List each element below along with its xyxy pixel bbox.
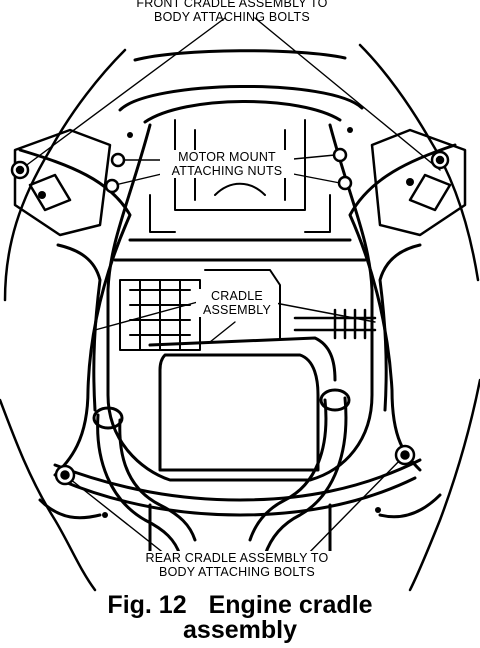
figure-title-line1: Engine cradle [208, 591, 373, 619]
right-front-mount [370, 128, 467, 237]
rear-bolts-label-line1: REAR CRADLE ASSEMBLY TO [145, 551, 329, 565]
front-bolts-label-line1: FRONT CRADLE ASSEMBLY TO [136, 0, 328, 10]
right-side-rail [348, 143, 457, 519]
cradle-assembly-label-line2: ASSEMBLY [202, 303, 272, 317]
front-crossmember [118, 49, 364, 124]
cradle-assembly-label-line1: CRADLE [211, 289, 263, 303]
rear-bolts-label-line2: BODY ATTACHING BOLTS [159, 565, 315, 579]
front-right-bolt [430, 150, 450, 170]
motor-mount-nuts [104, 147, 353, 194]
cradle-assembly-label: CRADLE ASSEMBLY [196, 289, 278, 317]
motor-mount-label: MOTOR MOUNT ATTACHING NUTS [160, 150, 294, 178]
mount-studs [38, 127, 414, 518]
rear-left-bolt [54, 464, 76, 486]
front-bolts-label: FRONT CRADLE ASSEMBLY TO BODY ATTACHING … [110, 0, 354, 24]
front-bolts-label-line2: BODY ATTACHING BOLTS [154, 10, 310, 24]
figure-number: Fig. 12 [107, 591, 187, 619]
motor-mount-label-line1: MOTOR MOUNT [178, 150, 276, 164]
body-outline [0, 43, 480, 592]
left-lower-hose [92, 406, 197, 557]
leader-lines [19, 17, 441, 563]
rear-right-bolt [394, 444, 416, 466]
oil-pan [148, 336, 337, 472]
left-front-mount [13, 128, 112, 237]
figure-title-line2: assembly [183, 616, 297, 644]
left-engine-components [119, 269, 281, 351]
right-lower-hose [248, 388, 351, 557]
motor-mount-label-line2: ATTACHING NUTS [171, 164, 283, 178]
left-side-rail [18, 148, 132, 520]
figure-caption: Fig. 12 Engine cradle assembly [0, 593, 480, 643]
rear-bolts-label: REAR CRADLE ASSEMBLY TO BODY ATTACHING B… [120, 551, 354, 579]
drive-shaft [293, 308, 377, 340]
front-left-bolt [10, 160, 30, 180]
